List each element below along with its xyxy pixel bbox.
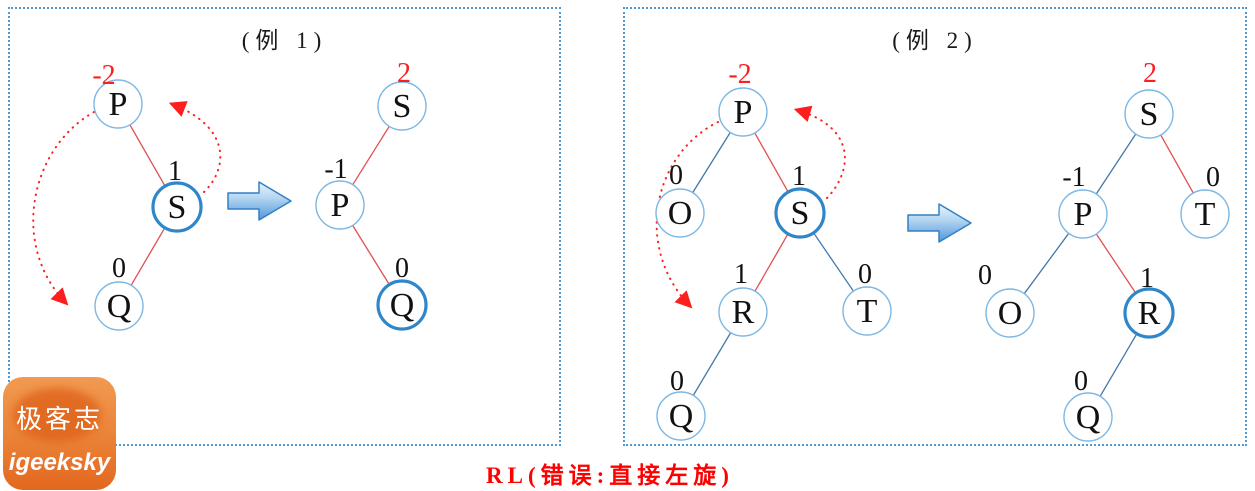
tree-node-circle [377, 81, 427, 131]
balance-factor: 0 [669, 160, 683, 191]
tree-edge [754, 233, 789, 292]
transform-arrow [227, 181, 292, 221]
tree-edge [352, 225, 390, 285]
tree-edge [130, 227, 166, 286]
balance-factor: 0 [978, 260, 992, 291]
balance-factor: -1 [324, 154, 347, 185]
tree-node-circle [774, 187, 826, 239]
tree-node-label: T [1195, 196, 1216, 233]
tree-node-label: S [393, 88, 412, 125]
balance-factor: 1 [792, 161, 806, 192]
balance-factor: -1 [1062, 162, 1085, 193]
tree-node-circle [985, 288, 1035, 338]
tree-edge [1095, 133, 1137, 195]
balance-factor: 0 [1206, 162, 1220, 193]
tree-node-circle [1180, 189, 1230, 239]
tree-node-label: Q [390, 287, 415, 324]
tree-node-circle [655, 188, 705, 238]
tree-node-label: R [732, 294, 755, 331]
rotation-arc [655, 121, 719, 309]
example-2-panel: (例 2) [623, 7, 1247, 446]
tree-node-label: Q [1076, 399, 1101, 436]
tree-node-label: S [791, 195, 810, 232]
tree-node-circle [151, 181, 203, 233]
balance-factor: 1 [734, 259, 748, 290]
balance-factor: 0 [858, 259, 872, 290]
tree-node-circle [842, 286, 892, 336]
tree-edge [129, 124, 166, 187]
logo-chinese-text: 极客志 [15, 405, 103, 434]
tree-node-circle [315, 180, 365, 230]
example-2-title: (例 2) [892, 28, 978, 53]
tree-node-label: S [168, 189, 187, 226]
tree-node-circle [718, 287, 768, 337]
tree-node-label: P [331, 187, 350, 224]
rotation-arc [793, 105, 846, 199]
logo-latin-text: igeeksky [8, 449, 111, 476]
tree-node-circle [1063, 392, 1113, 442]
tree-edge [1160, 134, 1194, 194]
tree-node-circle [1123, 287, 1175, 339]
tree-edge [1095, 233, 1137, 294]
tree-node-circle [93, 79, 143, 129]
tree-node-label: T [857, 293, 878, 330]
tree-node-label: O [668, 195, 693, 232]
tree-edge [1099, 333, 1138, 397]
balance-factor: -2 [728, 59, 751, 90]
tree-edge [813, 232, 854, 292]
rotation-arc [32, 111, 95, 306]
balance-factor: 2 [1143, 58, 1157, 89]
tree-node-label: P [109, 86, 128, 123]
tree-node-circle [376, 279, 428, 331]
tree-node-circle [1058, 189, 1108, 239]
logo-ellipse [13, 388, 101, 442]
tree-edge [1023, 232, 1070, 295]
tree-edge [754, 132, 789, 193]
tree-node-circle [1124, 89, 1174, 139]
balance-factor: 0 [670, 366, 684, 397]
tree-edge [352, 125, 390, 186]
balance-factor: 0 [1074, 366, 1088, 397]
balance-factor: 0 [395, 253, 409, 284]
figure-caption: RL(错误:直接左旋) [486, 463, 734, 488]
balance-factor: 2 [397, 58, 411, 89]
tree-node-label: R [1138, 295, 1161, 332]
tree-node-label: Q [107, 288, 132, 325]
tree-node-label: S [1140, 96, 1159, 133]
tree-edge [692, 132, 731, 193]
tree-edge [692, 332, 732, 396]
igeeksky-logo: 极客志 igeeksky [3, 377, 116, 490]
tree-node-label: P [734, 94, 753, 131]
tree-node-circle [718, 87, 768, 137]
balance-factor: -2 [92, 60, 115, 91]
tree-node-circle [94, 281, 144, 331]
example-1-title: (例 1) [241, 28, 328, 53]
balance-factor: 1 [1140, 263, 1154, 294]
balance-factor: 0 [112, 253, 126, 284]
tree-node-circle [656, 391, 706, 441]
example-1-panel: (例 1) [8, 7, 561, 446]
transform-arrow [907, 203, 972, 243]
tree-node-label: P [1074, 196, 1093, 233]
tree-node-label: O [998, 295, 1023, 332]
tree-node-label: Q [669, 398, 694, 435]
balance-factor: 1 [168, 156, 182, 187]
